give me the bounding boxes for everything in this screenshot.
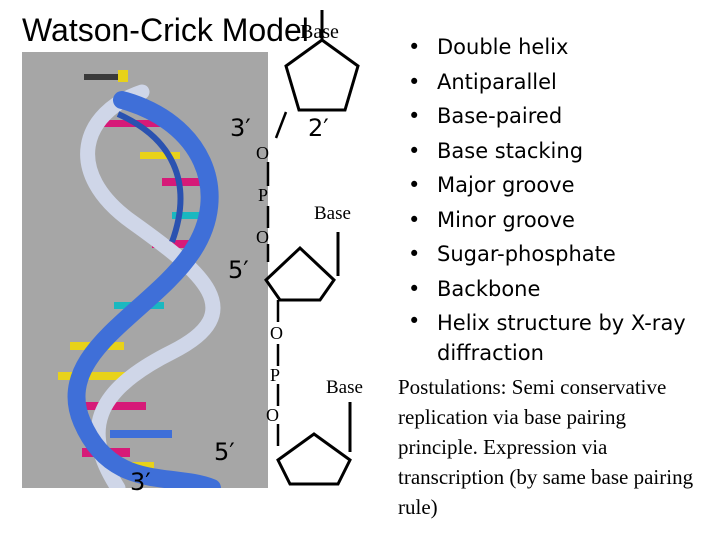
base-pair-rung [140,152,180,159]
label-oxygen-4: O [266,405,279,425]
base-pair-rung [110,430,172,438]
bullet-item: Helix structure by X-ray diffraction [406,306,716,368]
label-5prime-mid: 5′ [228,256,249,284]
label-base-top: Base [300,21,339,43]
postulations-paragraph: Postulations: Semi conservative replicat… [398,375,694,519]
base-pair-rung [58,372,128,380]
feature-bullet-list: Double helix Antiparallel Base-paired Ba… [406,30,716,368]
label-2prime-top: 2′ [308,114,329,142]
backbone-strand-light [80,84,221,496]
label-oxygen-2: O [256,227,269,247]
base-pair-rung [84,74,126,80]
label-oxygen-1: O [256,143,269,163]
bullet-item: Antiparallel [406,65,716,100]
dna-helix-graphic [58,70,221,497]
bullet-item: Base stacking [406,134,716,169]
label-5prime-bottom: 5′ [214,438,235,466]
label-phosphate-2: P [270,365,281,385]
bullet-item: Base-paired [406,99,716,134]
label-3prime-bottom: 3′ [130,468,151,496]
label-base-bottom: Base [326,377,363,398]
base-pair-rung [98,120,160,127]
sugar-ring-top [284,38,360,112]
bullet-item: Backbone [406,272,716,307]
bullet-item: Minor groove [406,203,716,238]
bond-3prime-top [274,111,288,139]
sugar-ring-bottom [276,432,352,486]
base-pair-rung [162,178,206,186]
base-pair-rung [172,212,214,219]
bullet-item: Sugar-phosphate [406,237,716,272]
dna-helix-image [22,52,268,497]
label-3prime-top: 3′ [230,114,251,142]
label-base-mid: Base [314,203,351,224]
page-title: Watson-Crick Model [22,12,309,48]
backbone-strand-blue [67,91,221,497]
base-pair-rung [118,70,128,82]
label-oxygen-3: O [270,323,283,343]
backbone-shadow [116,111,184,244]
bullet-item: Double helix [406,30,716,65]
sugar-ring-mid [264,245,336,302]
bullet-item: Major groove [406,168,716,203]
label-phosphate-1: P [258,185,269,205]
